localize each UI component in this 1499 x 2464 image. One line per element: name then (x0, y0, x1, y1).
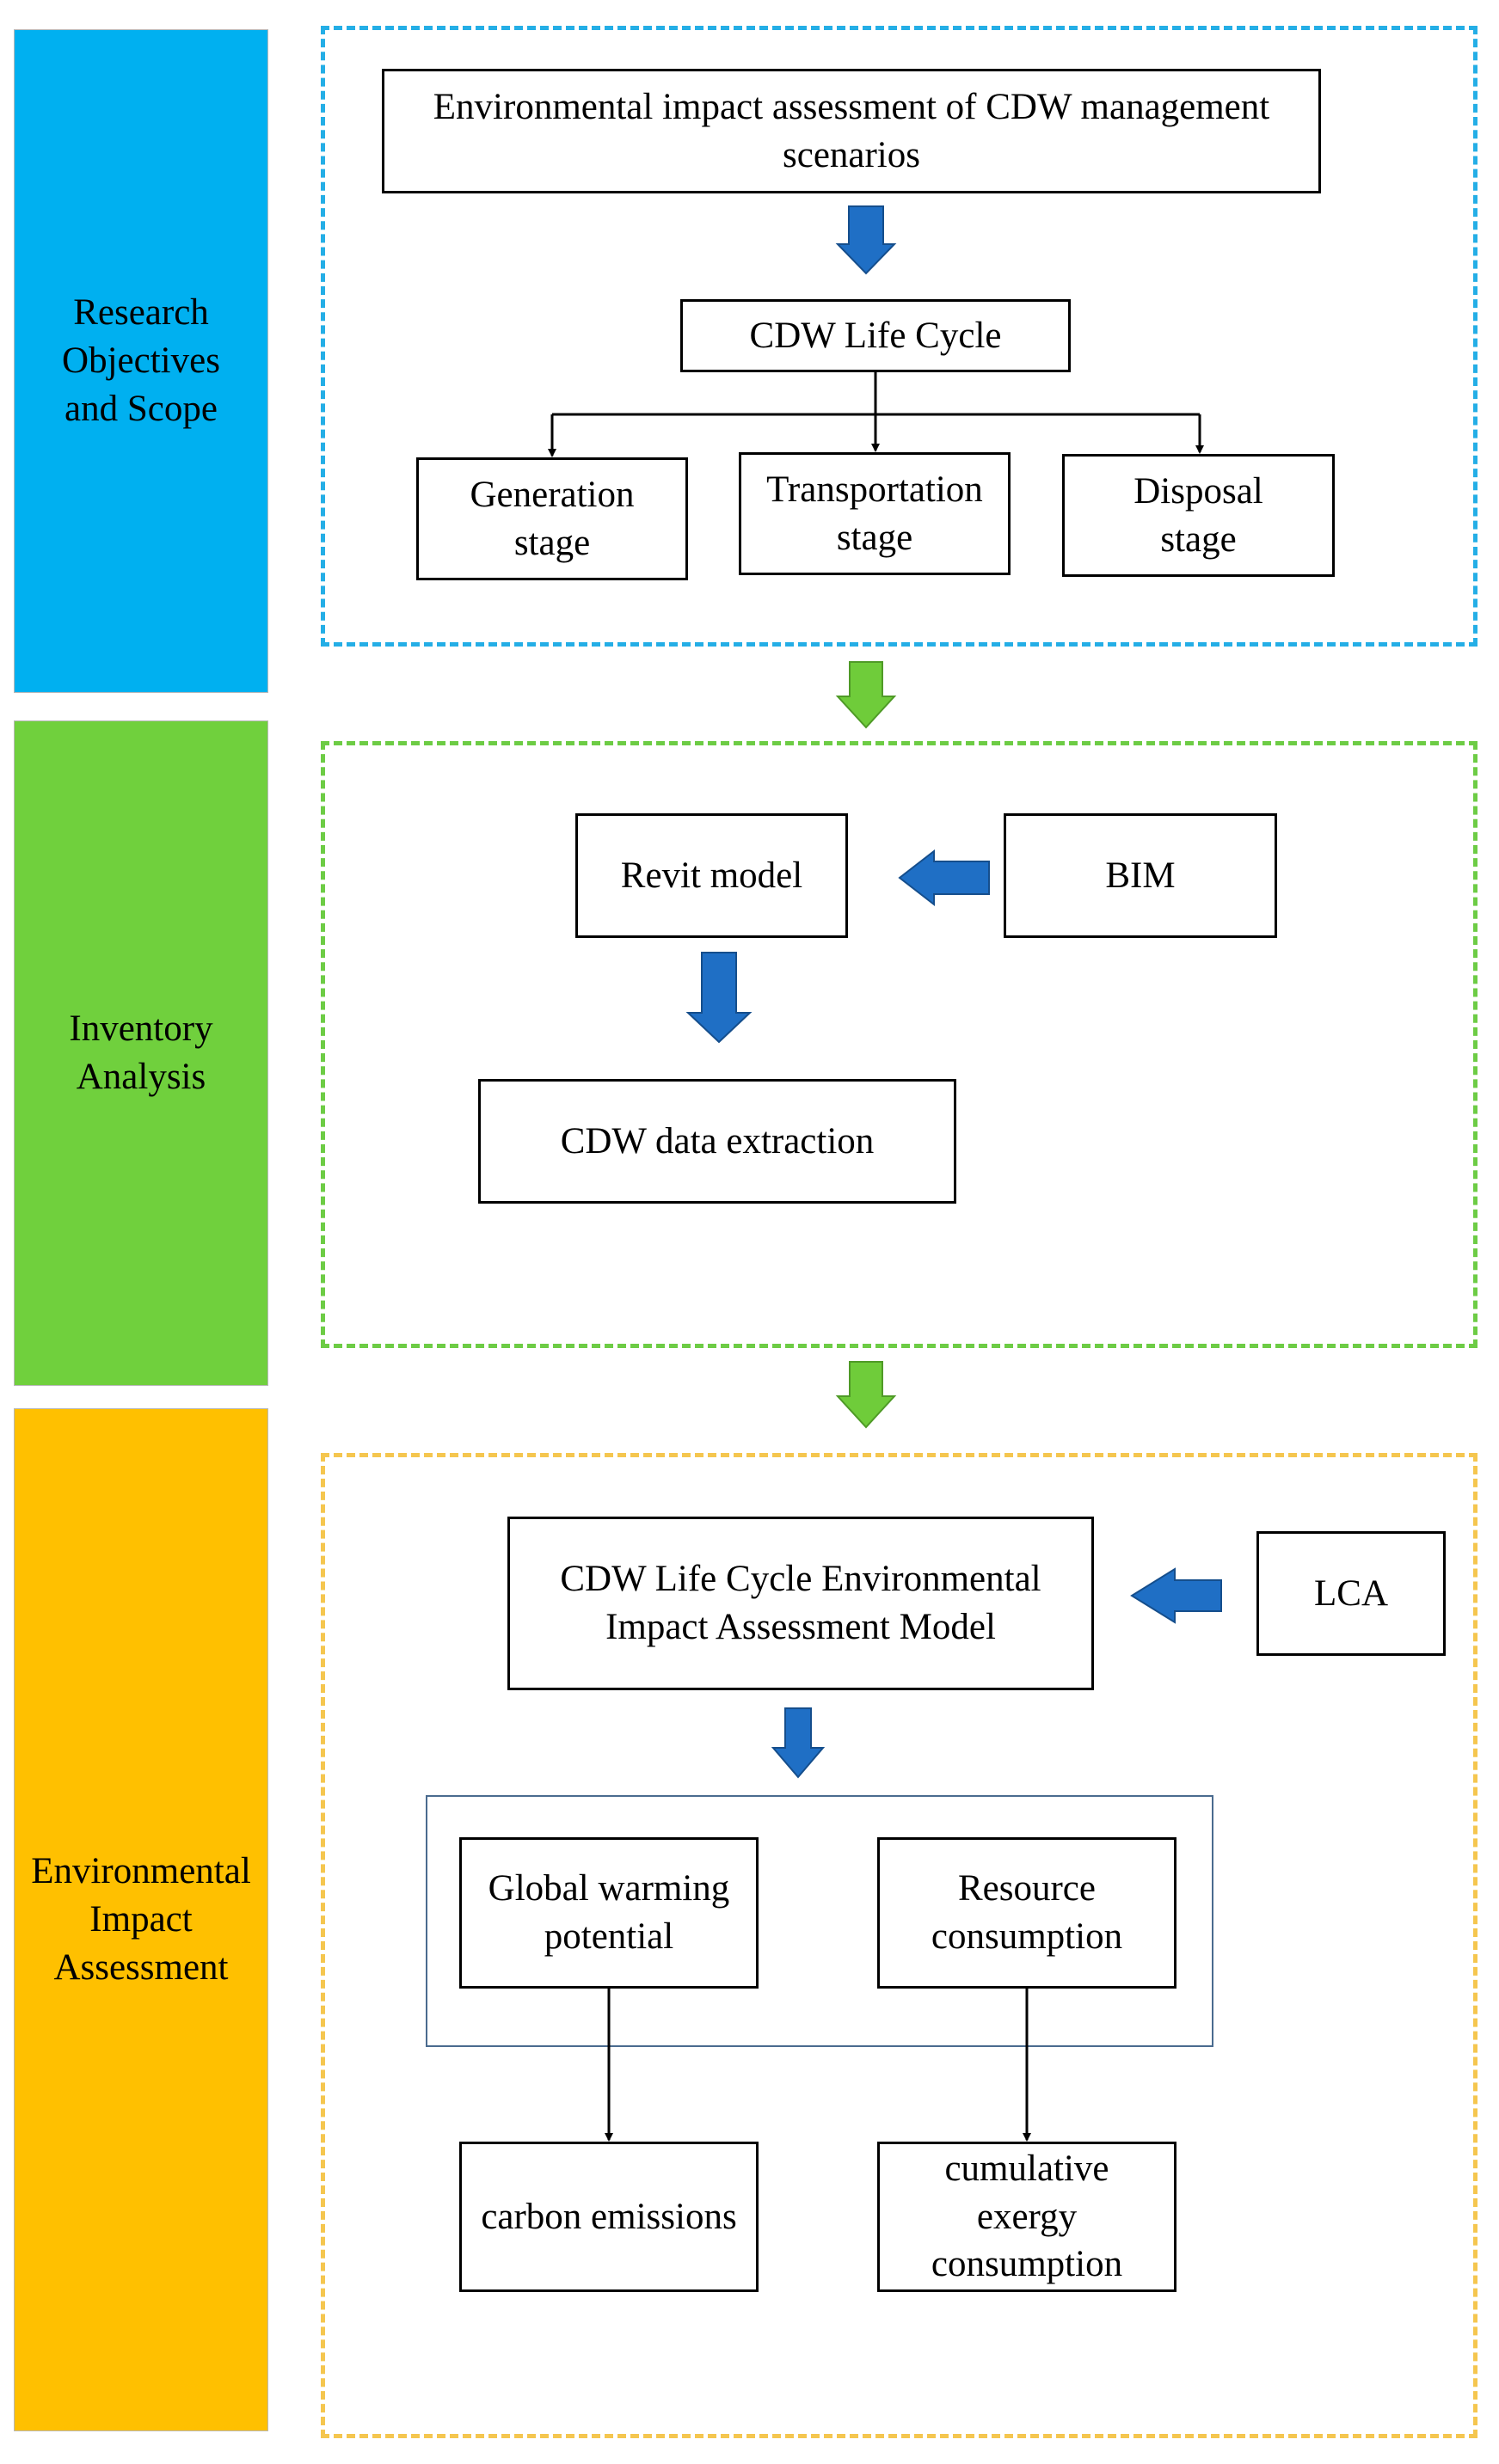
cdw-life-cycle-box: CDW Life Cycle (680, 299, 1071, 372)
lca-box: LCA (1256, 1531, 1446, 1656)
impact-section-frame (321, 1453, 1477, 2438)
bim-box: BIM (1004, 813, 1277, 938)
revit-model-box: Revit model (575, 813, 848, 938)
carbon-emissions-box: carbon emissions (459, 2142, 759, 2292)
research-to-inventory-arrow (835, 661, 897, 729)
objective-box: Environmental impact assessment of CDW m… (382, 69, 1321, 193)
global-warming-potential-box: Global warming potential (459, 1837, 759, 1989)
impact-categories-group (426, 1795, 1213, 2047)
inventory-analysis-sidebar: Inventory Analysis (14, 720, 268, 1386)
assessment-model-box: CDW Life Cycle Environmental Impact Asse… (507, 1517, 1094, 1690)
research-section-frame (321, 26, 1477, 647)
inventory-to-impact-arrow (835, 1361, 897, 1429)
transportation-stage-box: Transportation stage (739, 452, 1011, 575)
research-objectives-sidebar: Research Objectives and Scope (14, 29, 268, 693)
cumulative-exergy-box: cumulative exergy consumption (877, 2142, 1176, 2292)
generation-stage-box: Generation stage (416, 457, 688, 580)
disposal-stage-box: Disposal stage (1062, 454, 1335, 577)
inventory-section-frame (321, 741, 1477, 1348)
resource-consumption-box: Resource consumption (877, 1837, 1176, 1989)
environmental-impact-sidebar: Environmental Impact Assessment (14, 1408, 268, 2431)
cdw-data-extraction-box: CDW data extraction (478, 1079, 956, 1204)
